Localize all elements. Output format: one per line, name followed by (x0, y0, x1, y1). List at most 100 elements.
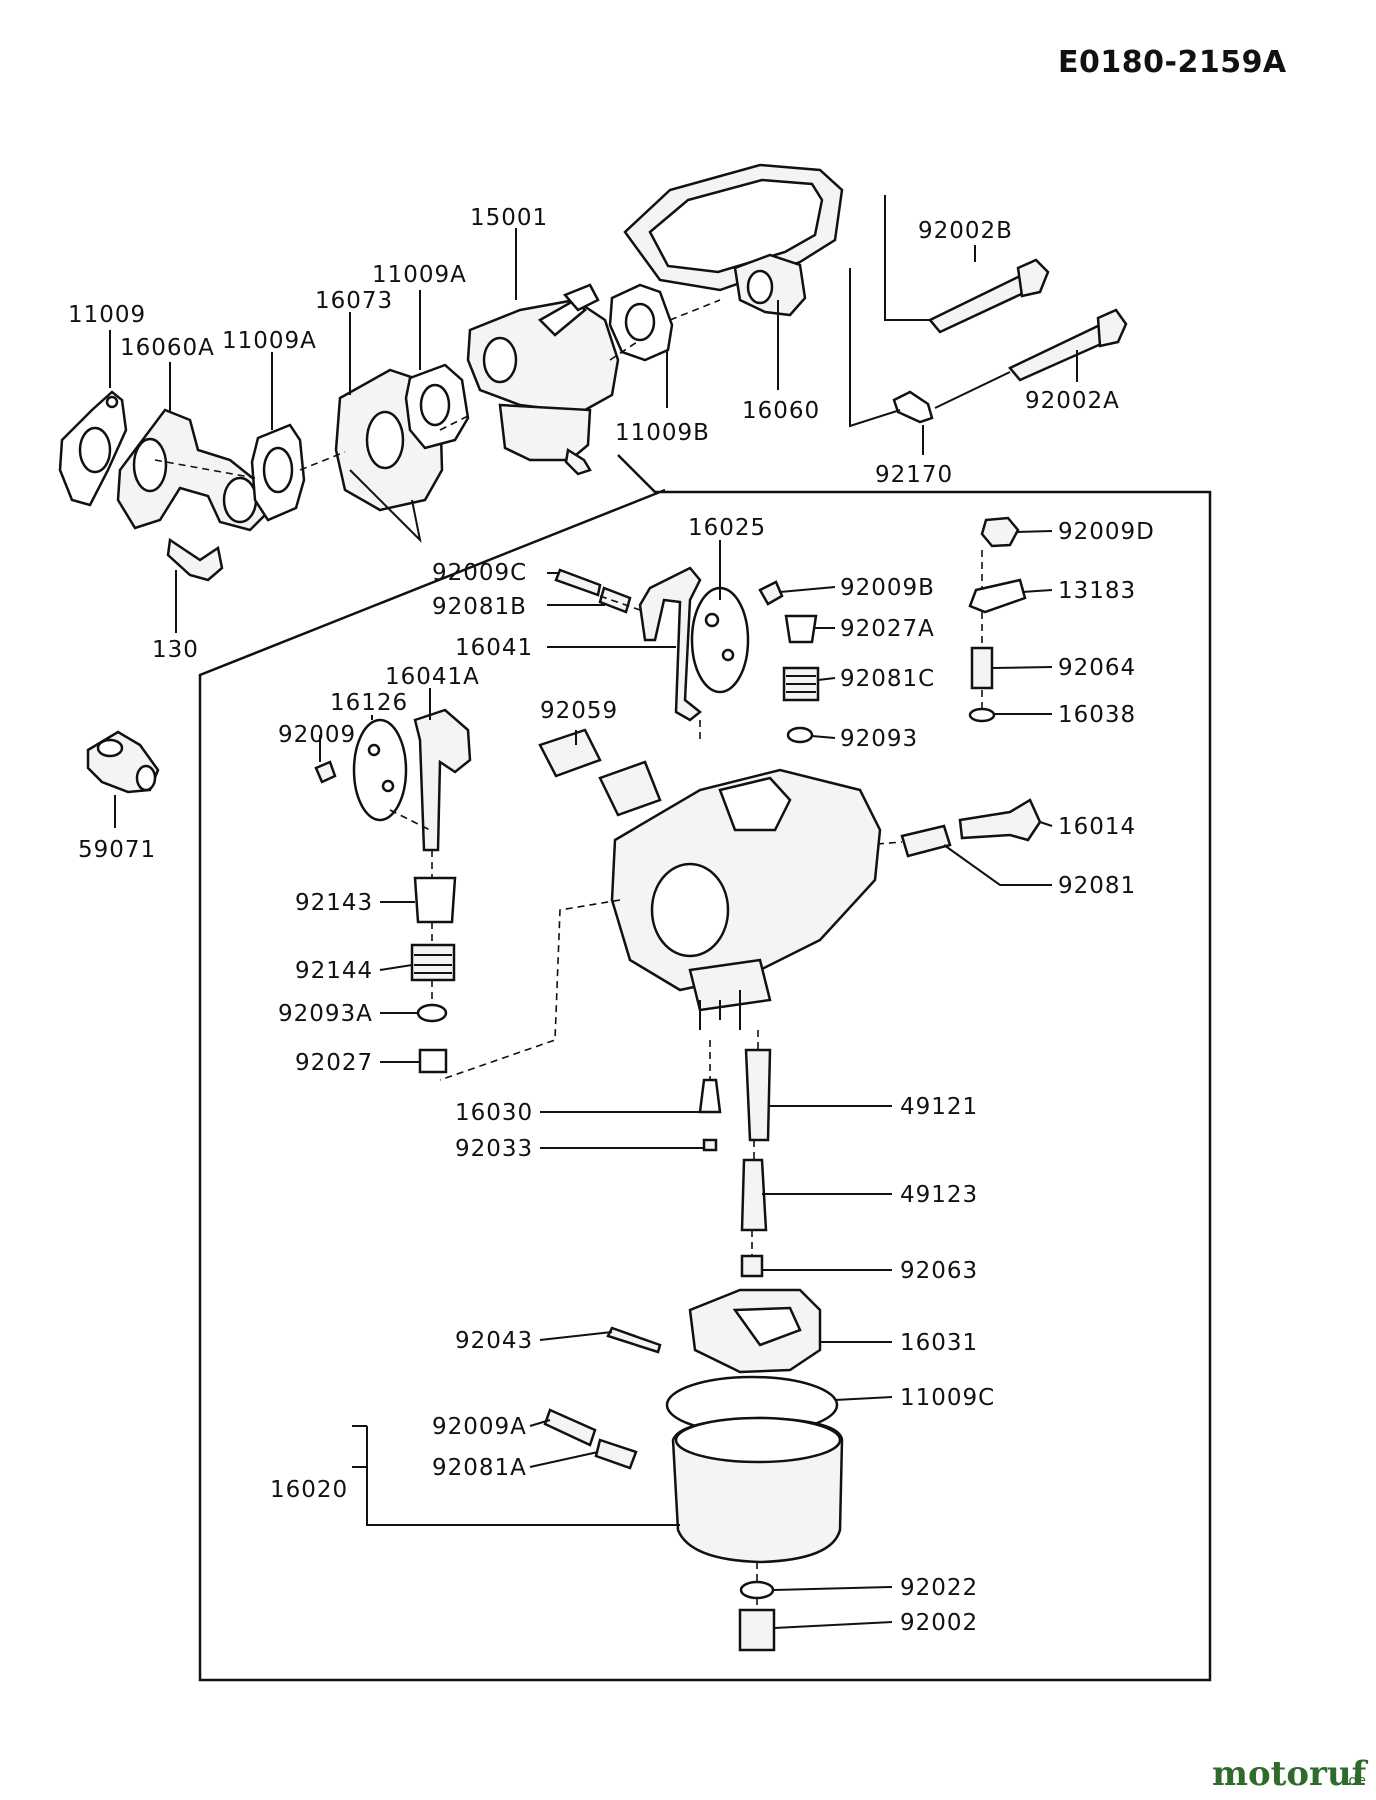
seal-92093A[interactable] (416, 1003, 448, 1023)
label-11009B: 11009B (615, 420, 710, 446)
throttle-group (554, 566, 820, 744)
washer-92022[interactable] (739, 1580, 775, 1600)
needle-16030[interactable] (698, 1078, 722, 1114)
label-92081: 92081 (1058, 873, 1136, 899)
label-92022: 92022 (900, 1575, 978, 1601)
washer-92170[interactable] (892, 390, 934, 424)
label-92009A: 92009A (432, 1414, 527, 1440)
float-pin-92043[interactable] (606, 1326, 662, 1354)
label-11009: 11009 (68, 302, 146, 328)
label-92093A: 92093A (278, 1001, 373, 1027)
label-16020: 16020 (270, 1477, 348, 1503)
choke-plate-16126[interactable] (352, 718, 408, 822)
choke-group (314, 708, 472, 1074)
screw-92009B[interactable] (758, 580, 784, 606)
bolt-92002B[interactable] (928, 258, 1050, 334)
label-11009A-1: 11009A (222, 328, 317, 354)
label-130: 130 (152, 637, 199, 663)
label-16041: 16041 (455, 635, 533, 661)
drawing-code: E0180-2159A (1058, 45, 1287, 80)
label-92093: 92093 (840, 726, 918, 752)
label-16031: 16031 (900, 1330, 978, 1356)
main-jet-group (698, 1030, 772, 1278)
label-92059: 92059 (540, 698, 618, 724)
label-16041A: 16041A (385, 664, 480, 690)
label-92009: 92009 (278, 722, 356, 748)
watermark-brand: motoruf (1212, 1754, 1369, 1794)
label-92009D: 92009D (1058, 519, 1155, 545)
screw-92064[interactable] (970, 646, 994, 690)
label-16030: 16030 (455, 1100, 533, 1126)
label-92143: 92143 (295, 890, 373, 916)
leader-lines (109, 228, 1078, 1629)
label-16038: 16038 (1058, 702, 1136, 728)
label-92002: 92002 (900, 1610, 978, 1636)
drain-screw-92002[interactable] (738, 1608, 776, 1652)
label-59071: 59071 (78, 837, 156, 863)
bolt-92002A[interactable] (1008, 308, 1128, 382)
label-92009B: 92009B (840, 575, 935, 601)
part-labels: 11009 16060A 11009A 16073 11009A 15001 1… (68, 205, 1155, 1636)
spring-92144[interactable] (410, 943, 456, 982)
throttle-plate-16025[interactable] (690, 586, 750, 694)
label-92043: 92043 (455, 1328, 533, 1354)
label-92033: 92033 (455, 1136, 533, 1162)
carburetor-assembly-15001[interactable] (466, 283, 620, 476)
label-11009A-2: 11009A (372, 262, 467, 288)
intake-assembly (58, 163, 1128, 582)
label-16014: 16014 (1058, 814, 1136, 840)
spring-92081A[interactable] (594, 1438, 638, 1470)
jet-92059[interactable] (538, 728, 662, 817)
label-16060A: 16060A (120, 335, 215, 361)
screw-92009C[interactable] (554, 568, 602, 597)
label-92144: 92144 (295, 958, 373, 984)
plate-13183[interactable] (968, 578, 1027, 614)
o-ring-16038[interactable] (968, 707, 996, 723)
air-filter-base-16060[interactable] (623, 163, 844, 317)
label-92009C: 92009C (432, 560, 527, 586)
screw-92009[interactable] (314, 760, 337, 784)
label-92027: 92027 (295, 1050, 373, 1076)
detail-frame (198, 454, 1212, 1682)
label-92081C: 92081C (840, 666, 935, 692)
label-92027A: 92027A (840, 616, 935, 642)
label-16060: 16060 (742, 398, 820, 424)
bolt-130[interactable] (166, 537, 224, 582)
label-15001: 15001 (470, 205, 548, 231)
label-92064: 92064 (1058, 655, 1136, 681)
label-92081A: 92081A (432, 1455, 527, 1481)
label-92002A: 92002A (1025, 388, 1120, 414)
label-13183: 13183 (1058, 578, 1136, 604)
bushing-92143[interactable] (413, 876, 457, 924)
screw-92009D[interactable] (980, 516, 1020, 548)
jet-92063[interactable] (740, 1254, 764, 1278)
main-jet-49123[interactable] (740, 1158, 768, 1232)
label-16025: 16025 (688, 515, 766, 541)
pilot-screw-16014[interactable] (958, 798, 1042, 842)
watermark: motoruf .de (1212, 1754, 1369, 1794)
emulsion-tube-49121[interactable] (744, 1048, 772, 1142)
fitting-59071[interactable] (86, 730, 160, 794)
float-bowl-group (543, 1288, 844, 1652)
label-49121: 49121 (900, 1094, 978, 1120)
pilot-group (864, 516, 1042, 858)
carburetor-body[interactable] (439, 768, 882, 1081)
seal-92093[interactable] (786, 726, 814, 744)
spring-92081[interactable] (900, 824, 952, 858)
bushing-92027A[interactable] (784, 614, 818, 644)
label-92081B: 92081B (432, 594, 527, 620)
clip-92033[interactable] (702, 1138, 718, 1152)
screw-92009A[interactable] (543, 1408, 597, 1447)
throttle-shaft-16041[interactable] (638, 566, 703, 722)
choke-shaft-16041A[interactable] (413, 708, 472, 852)
bushing-92027[interactable] (418, 1048, 448, 1074)
label-92170: 92170 (875, 462, 953, 488)
label-49123: 49123 (900, 1182, 978, 1208)
label-92002B: 92002B (918, 218, 1013, 244)
watermark-tld: .de (1344, 1773, 1366, 1789)
label-11009C: 11009C (900, 1385, 995, 1411)
spring-92081B[interactable] (598, 586, 632, 614)
label-16126: 16126 (330, 690, 408, 716)
label-92063: 92063 (900, 1258, 978, 1284)
